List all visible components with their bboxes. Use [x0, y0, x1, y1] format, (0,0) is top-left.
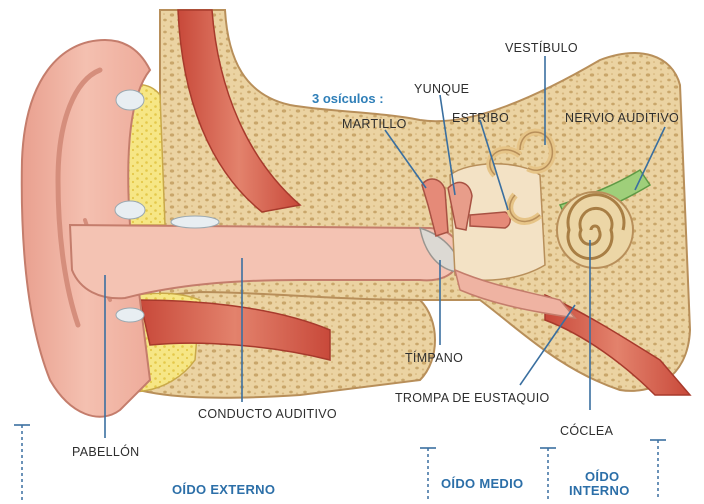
section-oido-interno-line2: INTERNO [569, 483, 630, 498]
label-yunque: YUNQUE [414, 82, 469, 96]
section-labels: OÍDO EXTERNO OÍDO MEDIO OÍDO INTERNO [172, 469, 630, 498]
cochlea [557, 192, 633, 268]
label-coclea: CÓCLEA [560, 423, 614, 438]
section-oido-interno-line1: OÍDO [585, 469, 619, 484]
label-timpano: TÍMPANO [405, 350, 463, 365]
label-vestibulo: VESTÍBULO [505, 40, 578, 55]
label-trompa-eustaquio: TROMPA DE EUSTAQUIO [395, 391, 550, 405]
label-osiculos: 3 osículos : [312, 91, 384, 106]
label-conducto-auditivo: CONDUCTO AUDITIVO [198, 407, 337, 421]
label-estribo: ESTRIBO [452, 111, 509, 125]
label-pabellon: PABELLÓN [72, 444, 139, 459]
label-nervio-auditivo: NERVIO AUDITIVO [565, 111, 679, 125]
label-martillo: MARTILLO [342, 117, 407, 131]
section-oido-externo: OÍDO EXTERNO [172, 482, 275, 497]
section-oido-medio: OÍDO MEDIO [441, 476, 523, 491]
